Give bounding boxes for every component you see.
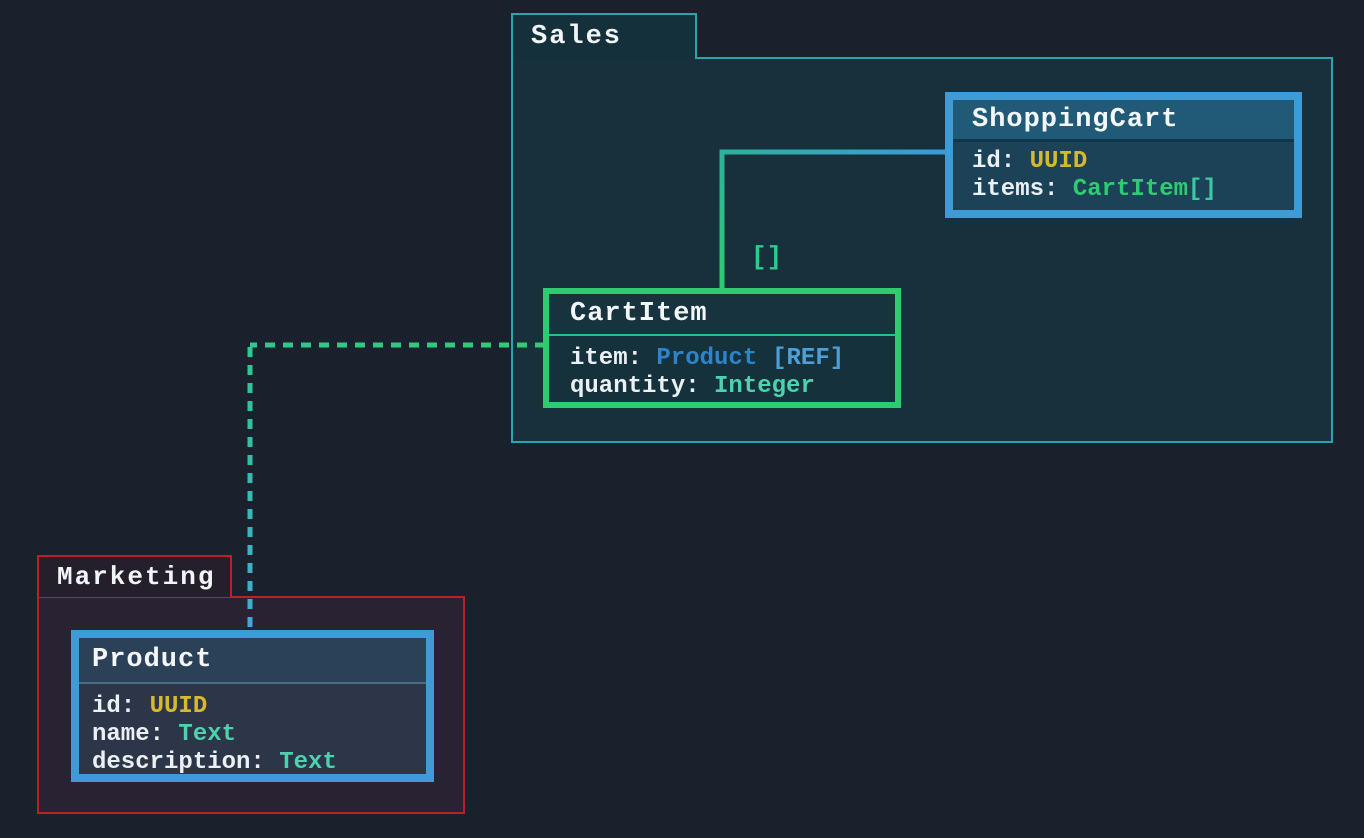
attribute-row: quantity: Integer — [570, 373, 874, 401]
entity-product-title: Product — [79, 638, 426, 684]
attribute-name: items: — [972, 176, 1059, 203]
entity-product[interactable]: Product id: UUID name: Text description:… — [71, 630, 434, 782]
attribute-type-suffix: [REF] — [772, 345, 845, 372]
attribute-row: name: Text — [92, 721, 413, 749]
connector-multiplicity-label: [] — [751, 242, 783, 272]
attribute-type: Text — [279, 749, 337, 776]
attribute-row: item: Product [REF] — [570, 345, 874, 373]
entity-cartitem-title: CartItem — [549, 294, 895, 336]
attribute-name: item: — [570, 345, 643, 372]
package-sales-tab[interactable]: Sales — [511, 13, 697, 59]
attribute-type: Integer — [714, 373, 815, 400]
attribute-row: description: Text — [92, 749, 413, 777]
attribute-row: items: CartItem[] — [972, 176, 1275, 204]
package-marketing-tab[interactable]: Marketing — [37, 555, 232, 597]
attribute-type-suffix: [] — [1188, 176, 1217, 203]
attribute-type: CartItem — [1072, 176, 1189, 203]
package-marketing-label: Marketing — [57, 562, 216, 592]
entity-shoppingcart-title: ShoppingCart — [953, 100, 1294, 142]
attribute-row: id: UUID — [92, 693, 413, 721]
entity-shoppingcart-attributes: id: UUID items: CartItem[] — [953, 142, 1294, 210]
package-sales-label: Sales — [531, 22, 623, 52]
entity-product-attributes: id: UUID name: Text description: Text — [79, 684, 426, 786]
attribute-name: quantity: — [570, 373, 700, 400]
attribute-name: description: — [92, 749, 265, 776]
entity-cartitem[interactable]: CartItem item: Product [REF] quantity: In… — [543, 288, 901, 408]
attribute-type: Product — [656, 345, 758, 372]
attribute-name: name: — [92, 721, 165, 748]
attribute-name: id: — [92, 693, 136, 720]
attribute-name: id: — [972, 148, 1016, 175]
attribute-type: UUID — [149, 693, 208, 720]
entity-shoppingcart[interactable]: ShoppingCart id: UUID items: CartItem[] — [945, 92, 1302, 218]
entity-cartitem-attributes: item: Product [REF] quantity: Integer — [549, 336, 895, 410]
attribute-type: Text — [178, 721, 237, 748]
attribute-type: UUID — [1029, 148, 1088, 175]
attribute-row: id: UUID — [972, 148, 1275, 176]
